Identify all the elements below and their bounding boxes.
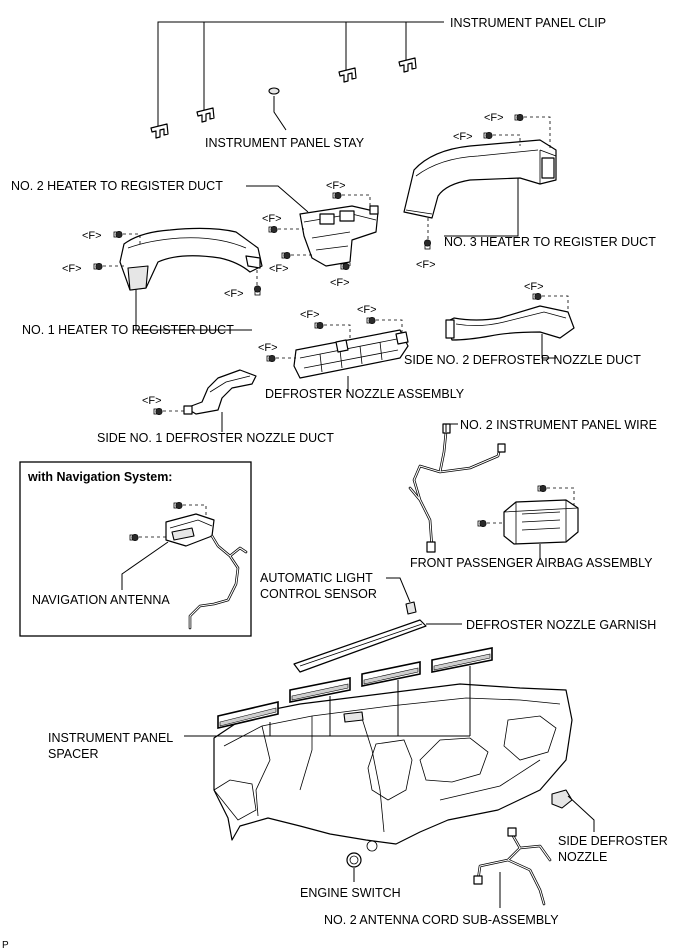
- bolt-icon: [266, 354, 276, 362]
- no2-antenna-cord-label: NO. 2 ANTENNA CORD SUB-ASSEMBLY: [324, 913, 559, 927]
- instrument-panel-stay-part: [268, 87, 280, 95]
- side-defroster-nozzle-group: SIDE DEFROSTER NOZZLE: [551, 789, 668, 864]
- no2-heater-duct-part: [299, 205, 379, 267]
- bolt-icon: [514, 114, 524, 122]
- no2-antenna-cord-group: NO. 2 ANTENNA CORD SUB-ASSEMBLY: [324, 827, 559, 927]
- fastener-label: <F>: [453, 131, 473, 143]
- fastener-label: <F>: [262, 213, 282, 225]
- engine-switch-label: ENGINE SWITCH: [300, 886, 401, 900]
- instrument-panel-stay-group: INSTRUMENT PANEL STAY: [205, 87, 365, 150]
- auto-light-sensor-label-1: AUTOMATIC LIGHT: [260, 571, 373, 585]
- auto-light-sensor-label-2: CONTROL SENSOR: [260, 587, 377, 601]
- side-defroster-nozzle-label-2: NOZZLE: [558, 850, 607, 864]
- fastener-label: <F>: [224, 288, 244, 300]
- fastener-label: <F>: [82, 230, 102, 242]
- no2-antenna-cord-part: [473, 827, 552, 906]
- bolt-set: [93, 114, 547, 541]
- fastener-label: <F>: [300, 309, 320, 321]
- bolt-icon: [281, 252, 291, 260]
- side-no1-defroster-group: <F> SIDE NO. 1 DEFROSTER NOZZLE DUCT: [97, 369, 334, 445]
- instrument-panel-clip-label: INSTRUMENT PANEL CLIP: [450, 16, 606, 30]
- no2-heater-duct-group: NO. 2 HEATER TO REGISTER DUCT <F> <F> <F…: [11, 179, 379, 289]
- defroster-nozzle-assembly-part: [293, 329, 409, 379]
- bolt-icon: [129, 533, 139, 541]
- no2-instrument-panel-wire-part: [408, 423, 506, 553]
- bolt-icon: [268, 226, 278, 234]
- no1-heater-duct-group: <F> <F> <F> NO. 1 HEATER TO REGISTER DUC…: [22, 227, 263, 337]
- fastener-label: <F>: [326, 180, 346, 192]
- engine-switch-group: ENGINE SWITCH: [300, 852, 401, 900]
- navigation-antenna-part: [165, 513, 248, 630]
- front-passenger-airbag-label: FRONT PASSENGER AIRBAG ASSEMBLY: [410, 556, 653, 570]
- auto-light-sensor-part: [405, 601, 417, 615]
- fastener-label: <F>: [269, 263, 289, 275]
- navigation-system-inset: with Navigation System: NAVIGATION ANTEN…: [19, 461, 252, 637]
- front-passenger-airbag-group: FRONT PASSENGER AIRBAG ASSEMBLY: [410, 499, 653, 570]
- no3-heater-duct-part: [403, 139, 557, 219]
- bolt-icon: [340, 262, 350, 270]
- side-no2-defroster-group: <F> SIDE NO. 2 DEFROSTER NOZZLE DUCT: [404, 281, 641, 367]
- defroster-nozzle-garnish-group: DEFROSTER NOZZLE GARNISH: [293, 618, 656, 673]
- side-defroster-nozzle-part: [551, 789, 573, 809]
- fastener-label: <F>: [484, 112, 504, 124]
- defroster-nozzle-assembly-group: <F> <F> <F> DEFROSTER NOZZLE ASSEMBLY: [258, 304, 465, 401]
- bolt-icon: [153, 407, 163, 415]
- bolt-icon: [366, 316, 376, 324]
- fastener-guide-lines: [103, 116, 575, 538]
- bolt-icon: [477, 519, 487, 527]
- instrument-panel-clip-group: INSTRUMENT PANEL CLIP: [150, 16, 606, 139]
- bolt-icon: [483, 132, 493, 140]
- no2-heater-duct-label: NO. 2 HEATER TO REGISTER DUCT: [11, 179, 223, 193]
- bolt-icon: [254, 285, 262, 296]
- instrument-panel-part: [213, 683, 573, 852]
- side-defroster-nozzle-label-1: SIDE DEFROSTER: [558, 834, 668, 848]
- instrument-panel-spacer-label-1: INSTRUMENT PANEL: [48, 731, 173, 745]
- figure-code: P: [2, 940, 9, 951]
- bolt-icon: [537, 484, 547, 492]
- fastener-label: <F>: [142, 395, 162, 407]
- automatic-light-sensor-group: AUTOMATIC LIGHT CONTROL SENSOR: [260, 571, 417, 615]
- navigation-inset-title: with Navigation System:: [27, 470, 172, 484]
- engine-switch-part: [346, 852, 362, 868]
- no2-instrument-panel-wire-group: NO. 2 INSTRUMENT PANEL WIRE: [408, 418, 657, 553]
- bolt-icon: [314, 321, 324, 329]
- front-passenger-airbag-part: [503, 499, 579, 545]
- side-no1-defroster-part: [183, 369, 257, 415]
- instrument-panel-spacer-part: [217, 647, 493, 730]
- no3-heater-duct-label: NO. 3 HEATER TO REGISTER DUCT: [444, 235, 656, 249]
- no2-instrument-panel-wire-label: NO. 2 INSTRUMENT PANEL WIRE: [460, 418, 657, 432]
- defroster-nozzle-garnish-part: [293, 619, 427, 673]
- navigation-antenna-label: NAVIGATION ANTENNA: [32, 593, 170, 607]
- navigation-inset-frame: [19, 461, 252, 637]
- bolt-icon: [423, 239, 431, 250]
- fastener-label: <F>: [416, 259, 436, 271]
- bolt-icon: [113, 231, 123, 239]
- bolt-icon: [532, 292, 542, 300]
- side-no2-defroster-part: [445, 305, 575, 341]
- defroster-nozzle-assembly-label: DEFROSTER NOZZLE ASSEMBLY: [265, 387, 465, 401]
- defroster-nozzle-garnish-label: DEFROSTER NOZZLE GARNISH: [466, 618, 656, 632]
- bolt-icon: [173, 501, 183, 509]
- fastener-label: <F>: [524, 281, 544, 293]
- fastener-label: <F>: [62, 263, 82, 275]
- bolt-icon: [332, 192, 342, 200]
- side-no2-defroster-label: SIDE NO. 2 DEFROSTER NOZZLE DUCT: [404, 353, 641, 367]
- bolt-icon: [93, 262, 103, 270]
- instrument-panel-spacer-label-2: SPACER: [48, 747, 98, 761]
- side-no1-defroster-label: SIDE NO. 1 DEFROSTER NOZZLE DUCT: [97, 431, 334, 445]
- instrument-panel-stay-label: INSTRUMENT PANEL STAY: [205, 136, 365, 150]
- fastener-label: <F>: [330, 277, 350, 289]
- no1-heater-duct-part: [119, 227, 263, 291]
- no1-heater-duct-label: NO. 1 HEATER TO REGISTER DUCT: [22, 323, 234, 337]
- instrument-panel-spacer-group: INSTRUMENT PANEL SPACER: [48, 647, 493, 761]
- no3-heater-duct-group: NO. 3 HEATER TO REGISTER DUCT <F> <F> <F…: [403, 112, 656, 271]
- fastener-label: <F>: [357, 304, 377, 316]
- fastener-label: <F>: [258, 342, 278, 354]
- clip-part: [150, 57, 417, 139]
